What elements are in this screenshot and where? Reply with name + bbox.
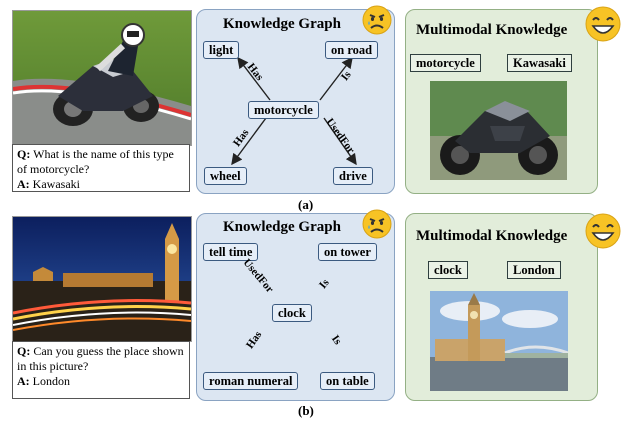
question-answer-box: Q: What is the name of this type of moto… — [12, 144, 190, 192]
question-label: Q: — [17, 147, 31, 161]
answer-label: A: — [17, 374, 30, 388]
answer-text: Kawasaki — [32, 177, 80, 191]
kg-node-center: motorcycle — [248, 101, 319, 119]
kawasaki-motorcycle-image — [430, 81, 567, 180]
mm-source-node: clock — [428, 261, 468, 279]
caption-b: (b) — [298, 403, 314, 418]
caption-a: (a) — [298, 197, 314, 212]
knowledge-graph-title: Knowledge Graph — [223, 219, 341, 235]
london-big-ben-image — [430, 291, 568, 391]
mm-target-node: Kawasaki — [507, 54, 572, 72]
question-text: What is the name of this type of motorcy… — [17, 147, 174, 176]
kg-node-top-left: light — [203, 41, 240, 59]
multimodal-knowledge-title: Multimodal Knowledge — [416, 22, 568, 38]
kg-node-bottom-right: on table — [320, 372, 375, 390]
kg-node-bottom-left: wheel — [204, 167, 247, 185]
kg-node-center: clock — [272, 304, 312, 322]
answer-text: London — [32, 374, 71, 388]
kg-node-top-right: on tower — [318, 243, 377, 261]
laughing-face-icon — [585, 213, 621, 249]
question-answer-box: Q: Can you guess the place shown in this… — [12, 341, 190, 399]
big-ben-night-photo — [12, 216, 192, 342]
sad-face-icon — [362, 5, 392, 35]
question-text: Can you guess the place shown in this pi… — [17, 344, 184, 373]
mm-target-node: London — [507, 261, 561, 279]
multimodal-knowledge-title: Multimodal Knowledge — [416, 228, 568, 244]
motorcycle-photo — [12, 10, 192, 146]
answer-label: A: — [17, 177, 30, 191]
kg-node-bottom-left: roman numeral — [203, 372, 299, 390]
sad-face-icon — [362, 209, 392, 239]
kg-node-top-left: tell time — [203, 243, 259, 261]
kg-node-top-right: on road — [325, 41, 379, 59]
question-label: Q: — [17, 344, 31, 358]
mm-source-node: motorcycle — [410, 54, 481, 72]
laughing-face-icon — [585, 6, 621, 42]
kg-node-bottom-right: drive — [333, 167, 373, 185]
knowledge-graph-title: Knowledge Graph — [223, 16, 341, 32]
